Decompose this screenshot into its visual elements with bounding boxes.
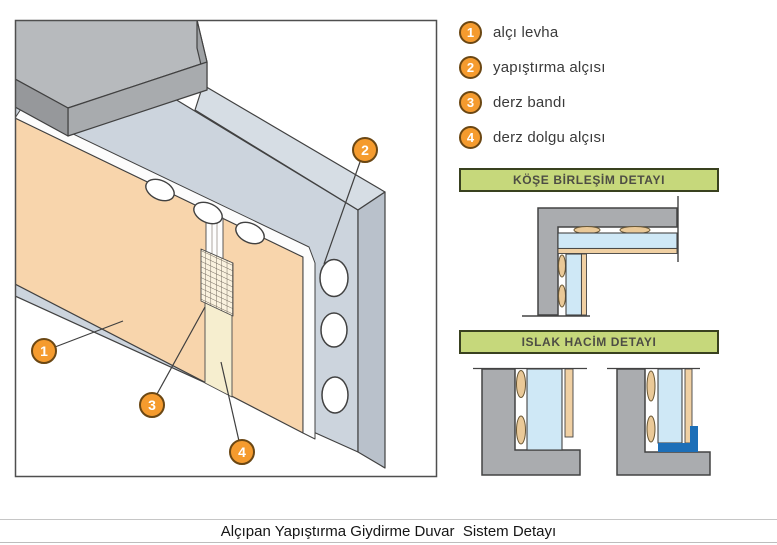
callout-number-4: 4 — [238, 444, 246, 460]
finish-layer — [564, 368, 574, 438]
adhesive-dab — [558, 254, 566, 278]
gypsum-board-layer — [557, 232, 678, 250]
callout-number-1: 1 — [40, 343, 48, 359]
legend-number-badge: 3 — [459, 91, 482, 114]
callout-circle-1 — [31, 338, 57, 364]
legend-number-badge: 4 — [459, 126, 482, 149]
callout-line-1 — [54, 320, 124, 348]
callout-circle-3 — [139, 392, 165, 418]
callout-circle-2 — [352, 137, 378, 163]
adhesive-dab — [558, 284, 566, 308]
legend-number-badge: 1 — [459, 21, 482, 44]
legend-item-label: derz dolgu alçısı — [493, 129, 606, 146]
adhesive-dabs-on-wall — [319, 258, 349, 414]
concrete-wall-floor — [616, 368, 711, 476]
joint-filler-strip — [204, 300, 233, 398]
legend-item-label: alçı levha — [493, 24, 559, 41]
callout-line-3 — [156, 306, 206, 395]
wet-area-details — [473, 367, 711, 476]
callout-circle-4 — [229, 439, 255, 465]
concrete-corner-wall — [537, 207, 678, 316]
joint-mesh-tape — [200, 248, 234, 317]
vertical-lining-layers — [558, 253, 587, 316]
slab-front-left-face — [16, 78, 69, 137]
main-isometric-diagram: 1 2 3 4 — [14, 19, 438, 478]
caption-text: Alçıpan Yapıştırma Giydirme Duvar Sistem… — [220, 522, 557, 540]
legend-number-badge: 2 — [459, 56, 482, 79]
wet-area-detail-left — [473, 367, 587, 476]
finish-layer — [557, 248, 678, 254]
gypsum-board-layer — [657, 368, 683, 444]
horizontal-lining-layers — [557, 226, 678, 254]
adhesive-dab — [145, 178, 175, 202]
callout-line-4 — [220, 361, 240, 442]
adhesive-dab — [573, 226, 601, 234]
caption-band: Alçıpan Yapıştırma Giydirme Duvar Sistem… — [0, 519, 777, 543]
wet-area-detail-title-bar: ISLAK HACİM DETAYI — [459, 330, 719, 354]
existing-wall-end-face — [357, 191, 386, 469]
callout-number-3: 3 — [148, 397, 156, 413]
finish-layer — [581, 253, 587, 316]
adhesive-dab — [646, 370, 656, 402]
legend-item-label: derz bandı — [493, 94, 566, 111]
legend-item-derz-dolgu-alcisi: 4 derz dolgu alçısı — [459, 126, 606, 149]
adhesive-dab — [619, 226, 651, 234]
adhesive-dab — [320, 312, 348, 348]
adhesive-dab — [516, 370, 526, 398]
callout-lines — [54, 161, 361, 442]
legend-item-yapistirma-alcisi: 2 yapıştırma alçısı — [459, 56, 606, 79]
legend-item-derz-bandi: 3 derz bandı — [459, 91, 606, 114]
adhesive-dab — [235, 221, 265, 245]
legend-item-label: yapıştırma alçısı — [493, 59, 606, 76]
callout-number-2: 2 — [361, 142, 369, 158]
callout-line-2 — [323, 161, 361, 265]
adhesive-dab — [193, 201, 223, 225]
corner-joint-detail — [522, 196, 679, 317]
adhesive-dab — [319, 258, 349, 298]
adhesive-dab — [516, 415, 526, 445]
wet-area-detail-right — [607, 367, 711, 476]
waterproof-sealant — [658, 426, 698, 452]
callout-circles: 1 2 3 4 — [31, 137, 378, 465]
gypsum-board-layer — [526, 368, 563, 451]
adhesive-dabs-top-edge — [145, 178, 265, 245]
legend: 1 alçı levha 2 yapıştırma alçısı 3 derz … — [459, 21, 606, 161]
diagram-frame — [14, 19, 438, 478]
gypsum-board-layer — [565, 253, 583, 316]
corner-detail-title-bar: KÖŞE BİRLEŞİM DETAYI — [459, 168, 719, 192]
ceiling-slab — [16, 21, 208, 137]
legend-item-alci-levha: 1 alçı levha — [459, 21, 606, 44]
concrete-wall-floor — [481, 368, 581, 476]
adhesive-dab — [646, 415, 656, 443]
adhesive-dab — [321, 376, 349, 414]
gypsum-board-cut-edge — [16, 108, 316, 440]
